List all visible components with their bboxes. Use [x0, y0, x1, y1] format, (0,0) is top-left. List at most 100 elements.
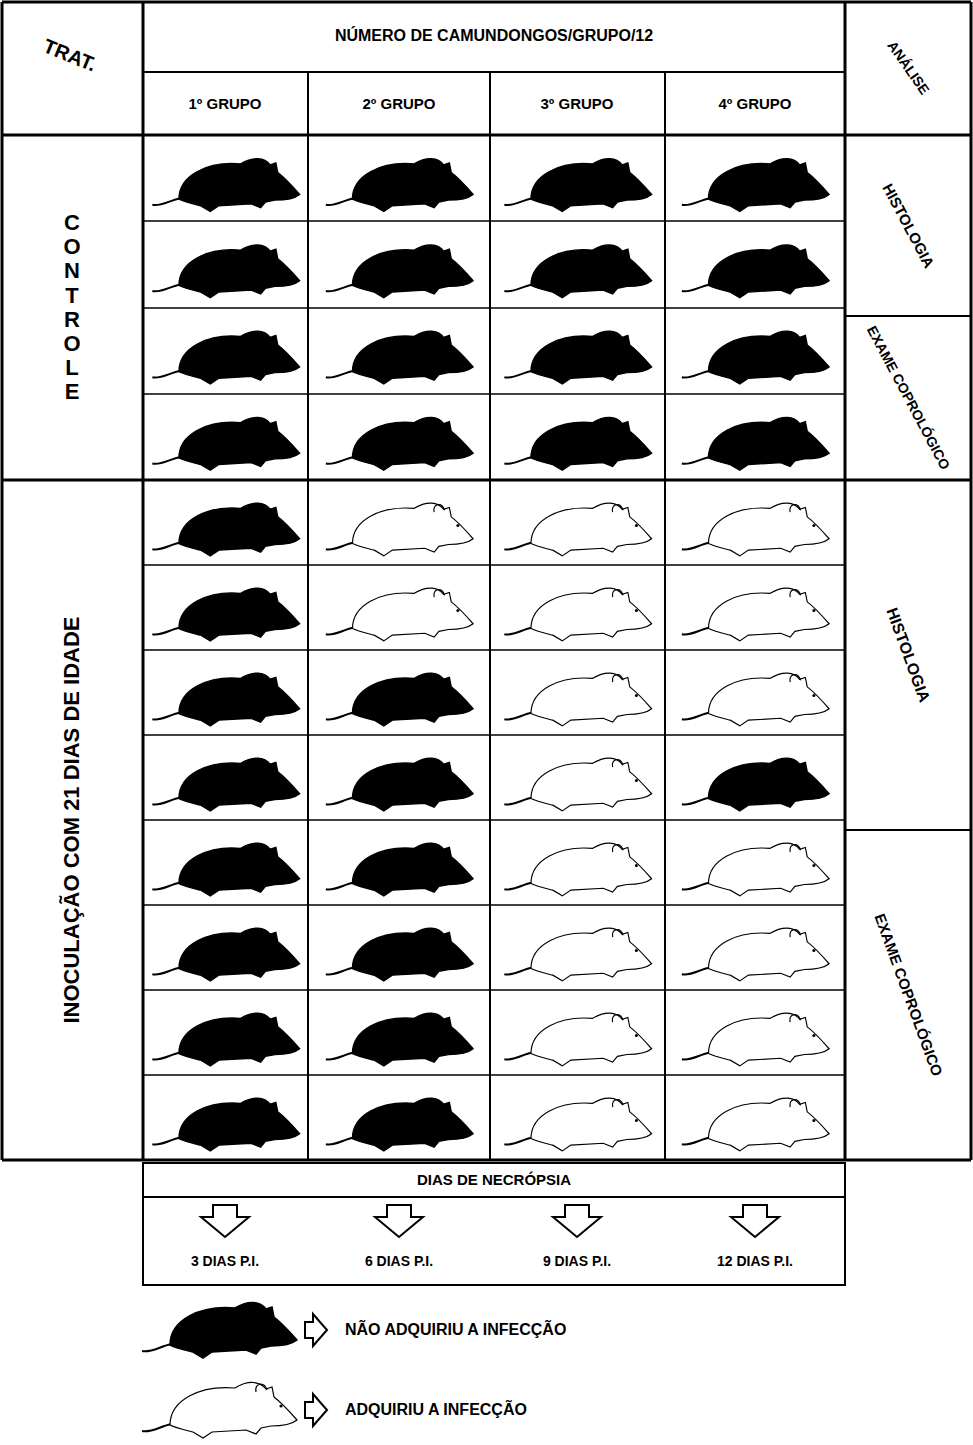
mouse-body	[352, 1098, 473, 1151]
necropsy-day: 6 DIAS P.I.	[365, 1254, 433, 1269]
mouse-body	[179, 673, 300, 726]
mouse-icon	[152, 1098, 299, 1151]
mouse-ear	[790, 590, 801, 597]
mouse-body	[531, 588, 652, 641]
grid-line	[143, 819, 845, 821]
mouse-tail	[504, 543, 533, 550]
mouse-tail	[504, 883, 533, 890]
grid-line	[845, 829, 971, 831]
mouse-eye	[812, 949, 815, 952]
mouse-icon	[682, 503, 829, 556]
mouse-body	[531, 159, 652, 212]
mouse-icon	[152, 331, 299, 384]
mouse-ear	[612, 930, 623, 937]
down-arrow	[375, 1205, 423, 1237]
mouse-ear	[790, 930, 801, 937]
mouse-tail	[326, 968, 355, 975]
grid-line	[844, 2, 847, 1160]
mouse-icon	[326, 331, 473, 384]
mouse-body	[179, 417, 300, 470]
mouse-icon	[152, 758, 299, 811]
mouse-body	[531, 843, 652, 896]
mouse-icon	[682, 843, 829, 896]
mouse-icon	[504, 928, 651, 981]
mouse-icon	[152, 159, 299, 212]
mouse-body	[179, 928, 300, 981]
mouse-tail	[504, 628, 533, 635]
analysis-label: HISTOLOGIA	[879, 181, 937, 271]
grid-line	[143, 649, 845, 651]
down-arrow	[553, 1205, 601, 1237]
mouse-icon	[152, 245, 299, 298]
mouse-eye	[635, 949, 638, 952]
mouse-tail	[152, 968, 181, 975]
mouse-body	[708, 159, 829, 212]
grid-line	[2, 1159, 971, 1162]
analysis-label: EXAME COPROLÓGICO	[871, 912, 945, 1079]
mouse-icon	[152, 673, 299, 726]
mouse-tail	[682, 968, 711, 975]
mouse-eye	[812, 1119, 815, 1122]
down-arrow	[201, 1205, 249, 1237]
mouse-body	[531, 1098, 652, 1151]
grid-line	[970, 2, 973, 1160]
analysis-label: HISTOLOGIA	[883, 605, 933, 704]
mouse-body	[531, 245, 652, 298]
mouse-tail	[326, 198, 355, 205]
mouse-tail	[142, 1344, 172, 1351]
mouse-icon	[326, 417, 473, 470]
mouse-body	[708, 1098, 829, 1151]
mouse-icon	[682, 331, 829, 384]
mouse-icon	[504, 1098, 651, 1151]
mouse-ear	[612, 675, 623, 682]
mouse-tail	[326, 628, 355, 635]
treatment-header: TRAT.	[40, 34, 99, 75]
mouse-body	[179, 1013, 300, 1066]
grid-line	[143, 904, 845, 906]
mouse-icon	[504, 588, 651, 641]
mouse-icon	[152, 1013, 299, 1066]
mouse-body	[531, 758, 652, 811]
mouse-icon	[326, 245, 473, 298]
mouse-eye	[635, 779, 638, 782]
mouse-body	[352, 417, 473, 470]
mouse-tail	[504, 1138, 533, 1145]
mouse-body	[531, 331, 652, 384]
mouse-tail	[682, 883, 711, 890]
mouse-body	[352, 1013, 473, 1066]
mouse-ear	[612, 1015, 623, 1022]
mouse-body	[531, 1013, 652, 1066]
mouse-icon	[682, 417, 829, 470]
grid-line	[845, 315, 971, 317]
mouse-icon	[504, 159, 651, 212]
mouse-tail	[682, 284, 711, 291]
mouse-ear	[790, 505, 801, 512]
necropsy-days-box	[143, 1197, 845, 1285]
legend-arrow	[305, 1394, 327, 1426]
mouse-tail	[326, 713, 355, 720]
mouse-icon	[682, 245, 829, 298]
mouse-tail	[682, 198, 711, 205]
mouse-body	[179, 758, 300, 811]
mouse-tail	[326, 543, 355, 550]
mouse-body	[531, 673, 652, 726]
mouse-tail	[152, 198, 181, 205]
mouse-ear	[612, 760, 623, 767]
mouse-body	[352, 758, 473, 811]
mouse-icon	[682, 1098, 829, 1151]
mouse-body	[352, 331, 473, 384]
mouse-icon	[682, 588, 829, 641]
mouse-tail	[682, 371, 711, 378]
mouse-icon	[682, 673, 829, 726]
mouse-body	[352, 673, 473, 726]
mouse-body	[179, 245, 300, 298]
mouse-tail	[682, 628, 711, 635]
mouse-tail	[326, 798, 355, 805]
mouse-tail	[326, 1053, 355, 1060]
mouse-body	[179, 1098, 300, 1151]
mouse-body	[708, 588, 829, 641]
necropsy-day: 9 DIAS P.I.	[543, 1254, 611, 1269]
necropsy-header-box	[143, 1163, 845, 1197]
analysis-label: EXAME COPROLÓGICO	[864, 324, 953, 473]
